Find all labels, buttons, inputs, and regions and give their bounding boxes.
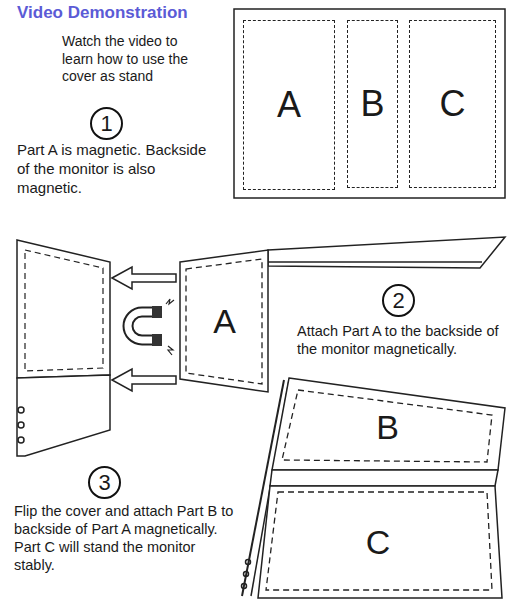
arrow [112, 267, 176, 289]
port [18, 437, 24, 443]
cover-outline [234, 9, 505, 198]
part-letter: B [376, 410, 399, 444]
step-note: Part A is magnetic. Backside of the moni… [17, 141, 212, 197]
fold-band [270, 470, 498, 486]
callout-circle: 1 [90, 107, 123, 140]
stand-panel [258, 486, 502, 598]
part-letter: B [360, 86, 384, 122]
callout-number: 2 [392, 290, 404, 312]
part-letter: C [440, 86, 466, 122]
port [242, 584, 247, 589]
cover-part: C [262, 490, 494, 594]
cover-part: C [409, 20, 496, 188]
port [244, 572, 249, 577]
callout-number: 3 [98, 472, 110, 494]
monitor-bezel [17, 375, 110, 456]
port [18, 422, 24, 428]
title: Video Demonstration [17, 3, 188, 23]
part-letter: A [213, 304, 236, 338]
arrow [112, 369, 176, 391]
port [246, 560, 251, 565]
magnet [128, 299, 174, 355]
dashed-area [282, 390, 492, 462]
port [18, 407, 24, 413]
panel-edge [180, 250, 268, 392]
cover-part: A [180, 249, 269, 393]
part-letter: C [366, 525, 391, 559]
callout-number: 1 [100, 113, 112, 135]
callout-circle: 2 [382, 284, 415, 317]
step-note: Flip the cover and attach Part B to back… [14, 502, 240, 575]
cover-part: B [347, 20, 398, 188]
callout-circle: 3 [88, 466, 121, 499]
dashed-area [266, 492, 492, 590]
monitor-back [272, 378, 505, 470]
part-letter: A [277, 87, 301, 123]
cover-part: B [280, 388, 495, 466]
monitor-magnetic-area [25, 250, 103, 371]
cover-fold [268, 237, 505, 268]
intro-note: Watch the video to learn how to use the … [62, 33, 202, 86]
step-note: Attach Part A to the backside of the mon… [297, 322, 511, 358]
dashed-area [186, 259, 262, 384]
cover-edge [268, 261, 482, 263]
monitor-screen [17, 240, 110, 378]
cover-part: A [243, 20, 335, 190]
